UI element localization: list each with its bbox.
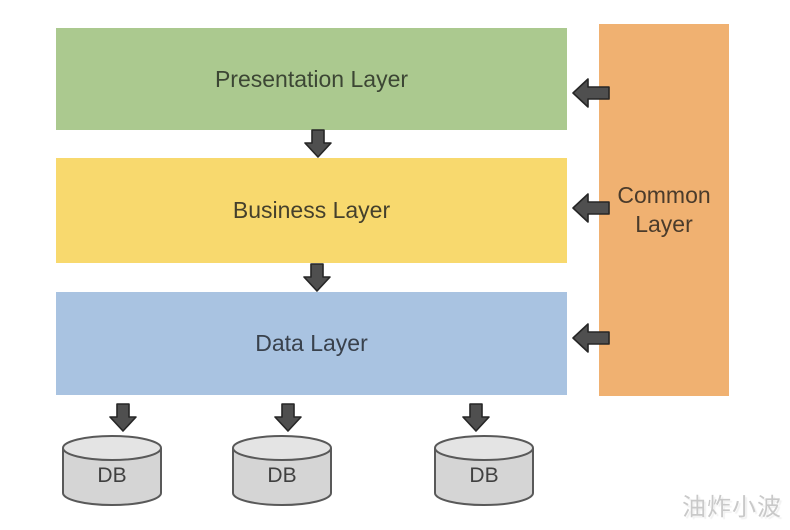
db-label: DB xyxy=(97,464,126,487)
left-arrow-icon xyxy=(572,78,610,108)
db-top-ellipse xyxy=(62,435,162,461)
db-cylinder: DB xyxy=(230,434,334,508)
layer-box-presentation: Presentation Layer xyxy=(56,28,567,130)
left-arrow-icon xyxy=(572,323,610,353)
left-arrow-icon xyxy=(572,193,610,223)
layer-box-common: Common Layer xyxy=(599,24,729,396)
layer-box-data: Data Layer xyxy=(56,292,567,395)
layer-label-presentation: Presentation Layer xyxy=(214,65,409,92)
layer-label-common: Common Layer xyxy=(617,182,711,237)
down-arrow-icon xyxy=(274,403,302,432)
layer-box-business: Business Layer xyxy=(56,158,567,263)
db-label: DB xyxy=(469,464,498,487)
db-top-ellipse xyxy=(434,435,534,461)
down-arrow-icon xyxy=(304,129,332,158)
layer-label-data: Data Layer xyxy=(255,330,368,357)
db-cylinder: DB xyxy=(60,434,164,508)
db-cylinder: DB xyxy=(432,434,536,508)
down-arrow-icon xyxy=(462,403,490,432)
db-top-ellipse xyxy=(232,435,332,461)
down-arrow-icon xyxy=(109,403,137,432)
layer-label-business: Business Layer xyxy=(232,197,391,224)
db-label: DB xyxy=(267,464,296,487)
watermark: 油炸小波 xyxy=(682,494,782,521)
down-arrow-icon xyxy=(303,263,331,292)
